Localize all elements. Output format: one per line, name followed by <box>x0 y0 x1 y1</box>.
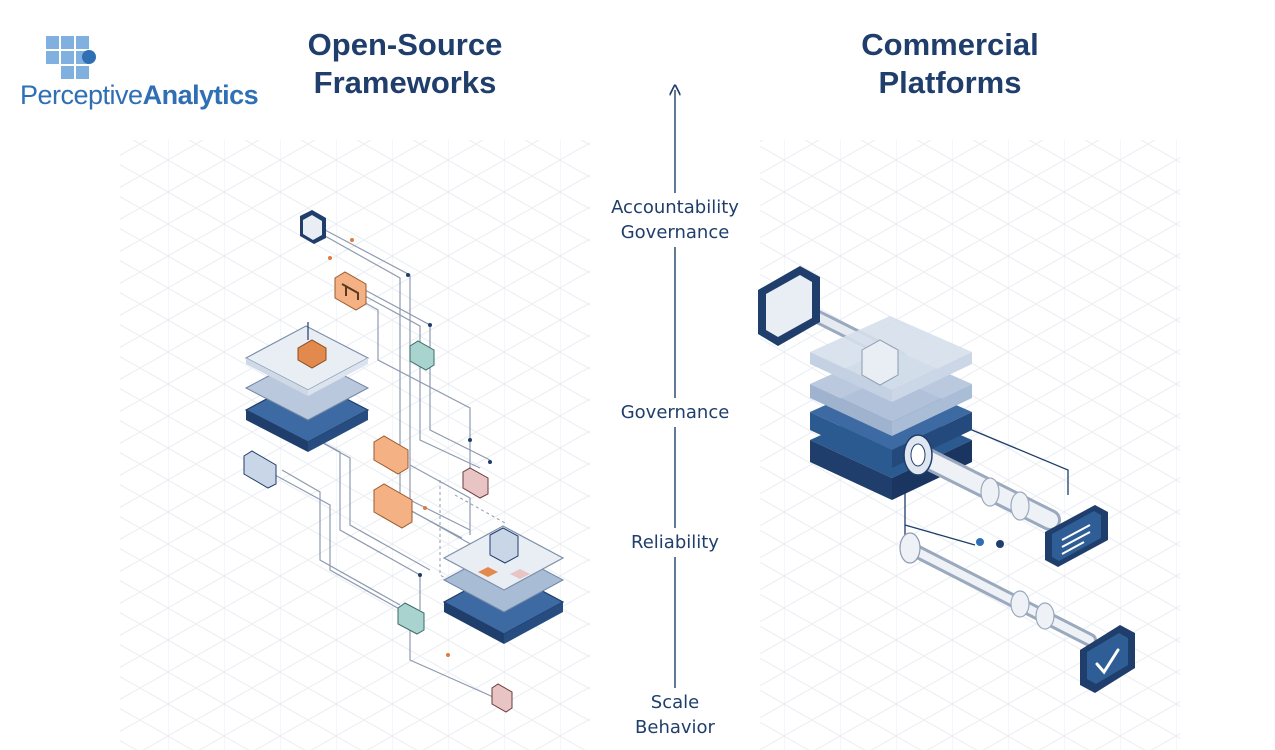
axis-label-0-line2: Governance <box>620 222 730 243</box>
chip-teal-top <box>409 340 435 371</box>
logo-wordmark: PerceptiveAnalytics <box>20 80 259 111</box>
axis-label-1-line1: Governance <box>620 402 730 423</box>
commercial-title: Commercial Platforms <box>800 26 1100 102</box>
output-pipe <box>903 434 1061 531</box>
chip-blue-left <box>243 450 277 489</box>
brand-logo: PerceptiveAnalytics <box>20 36 260 116</box>
left-grid <box>120 140 590 750</box>
open-source-illustration <box>243 210 565 713</box>
chip-orange-low <box>373 483 413 529</box>
axis-label-3-line2: Behavior <box>635 717 715 738</box>
chip-orange-mid <box>373 435 409 475</box>
logo-text-regular: Perceptive <box>20 80 143 110</box>
commercial-title-line1: Commercial <box>861 27 1039 62</box>
logo-text-bold: Analytics <box>142 80 259 110</box>
check-block <box>1080 625 1135 693</box>
commercial-illustration <box>758 266 1135 693</box>
axis-label-reliability: Reliability <box>600 528 750 557</box>
commercial-title-line2: Platforms <box>878 65 1022 100</box>
chip-pink <box>462 467 489 499</box>
chip-pink-bottom <box>491 683 513 713</box>
layer-stack-left <box>244 322 370 452</box>
open-source-title: Open-Source Frameworks <box>250 26 560 102</box>
open-source-title-line2: Frameworks <box>313 65 497 100</box>
axis-label-scale: Scale Behavior <box>600 688 750 742</box>
logo-grid-icon <box>46 36 96 79</box>
open-source-title-line1: Open-Source <box>307 27 503 62</box>
layer-stack-right <box>442 525 565 644</box>
chip-teal-low <box>397 602 425 635</box>
axis-label-accountability: Accountability Governance <box>600 193 750 247</box>
lower-pipe <box>899 532 1097 647</box>
input-block <box>758 266 820 346</box>
chip-navy <box>300 210 326 244</box>
chip-orange-top <box>334 271 367 311</box>
axis-label-3-line1: Scale <box>650 692 700 713</box>
axis-label-2-line1: Reliability <box>631 532 719 553</box>
axis-label-governance: Governance <box>600 398 750 427</box>
platform-stack <box>810 316 972 500</box>
document-block <box>1045 505 1108 567</box>
axis-label-0-line1: Accountability <box>611 197 739 218</box>
